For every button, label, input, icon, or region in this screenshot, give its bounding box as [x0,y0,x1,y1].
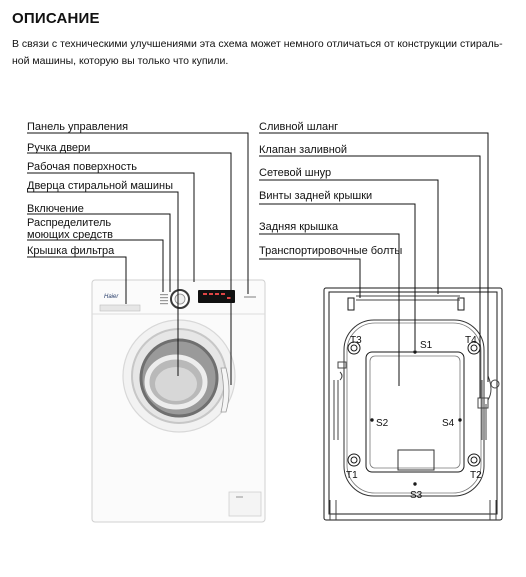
marker-s1: S1 [420,340,433,351]
door-handle [220,367,230,413]
intro-text: В связи с техническими улучшениями эта с… [12,36,512,70]
filter-cover [228,491,262,517]
power-button [244,296,256,298]
back-view [323,287,503,521]
label-transport-bolts: Транспортировочные болты [259,245,403,257]
inlet-valve [477,397,489,409]
screw-s4 [458,418,462,422]
label-back-cover-screws: Винты задней крышки [259,190,373,202]
label-drain-hose: Сливной шланг [259,121,339,133]
bolt-t1 [347,453,361,467]
back-leader-lines [259,132,489,398]
marker-t1: T1 [346,470,358,481]
power-cord-line [333,380,339,440]
marker-t3: T3 [350,335,362,346]
label-door: Дверца стиральной машины [27,180,173,192]
label-inlet-valve: Клапан заливной [259,144,348,156]
label-power: Включение [27,203,84,215]
bolt-t2 [467,453,481,467]
bolt-t3 [347,341,361,355]
front-leader-lines [27,132,249,385]
drain-hose-line [481,375,492,440]
brand-logo: Haier [104,294,119,300]
program-selector-text [160,294,168,305]
label-control-panel: Панель управления [27,121,129,133]
label-back-cover: Задняя крышка [259,221,339,233]
marker-s3: S3 [410,490,423,501]
label-door-handle: Ручка двери [27,142,91,154]
label-filter-cover: Крышка фильтра [27,245,115,257]
label-work-surface: Рабочая поверхность [27,161,137,173]
screw-s3 [413,482,417,486]
rear-markers: T3 T4 S1 S2 S4 T1 T2 S3 [346,335,482,501]
marker-s4: S4 [442,418,455,429]
label-power-cord: Сетевой шнур [259,167,332,179]
back-cover-panel [365,351,465,473]
screw-s1 [413,350,417,354]
rear-outer-frame [323,287,503,521]
intro-line-2: ной машины, которую вы только что купили… [12,55,229,67]
detergent-drawer [99,304,141,312]
display-panel [198,290,235,303]
screw-s2 [370,418,374,422]
marker-s2: S2 [376,418,389,429]
label-dispenser: Распределитель моющих средств [27,217,113,241]
page-title: ОПИСАНИЕ [12,10,100,27]
front-view: Haier [91,279,266,523]
marker-t4: T4 [465,335,477,346]
marker-t2: T2 [470,470,482,481]
intro-line-1: В связи с техническими улучшениями эта с… [12,38,503,50]
